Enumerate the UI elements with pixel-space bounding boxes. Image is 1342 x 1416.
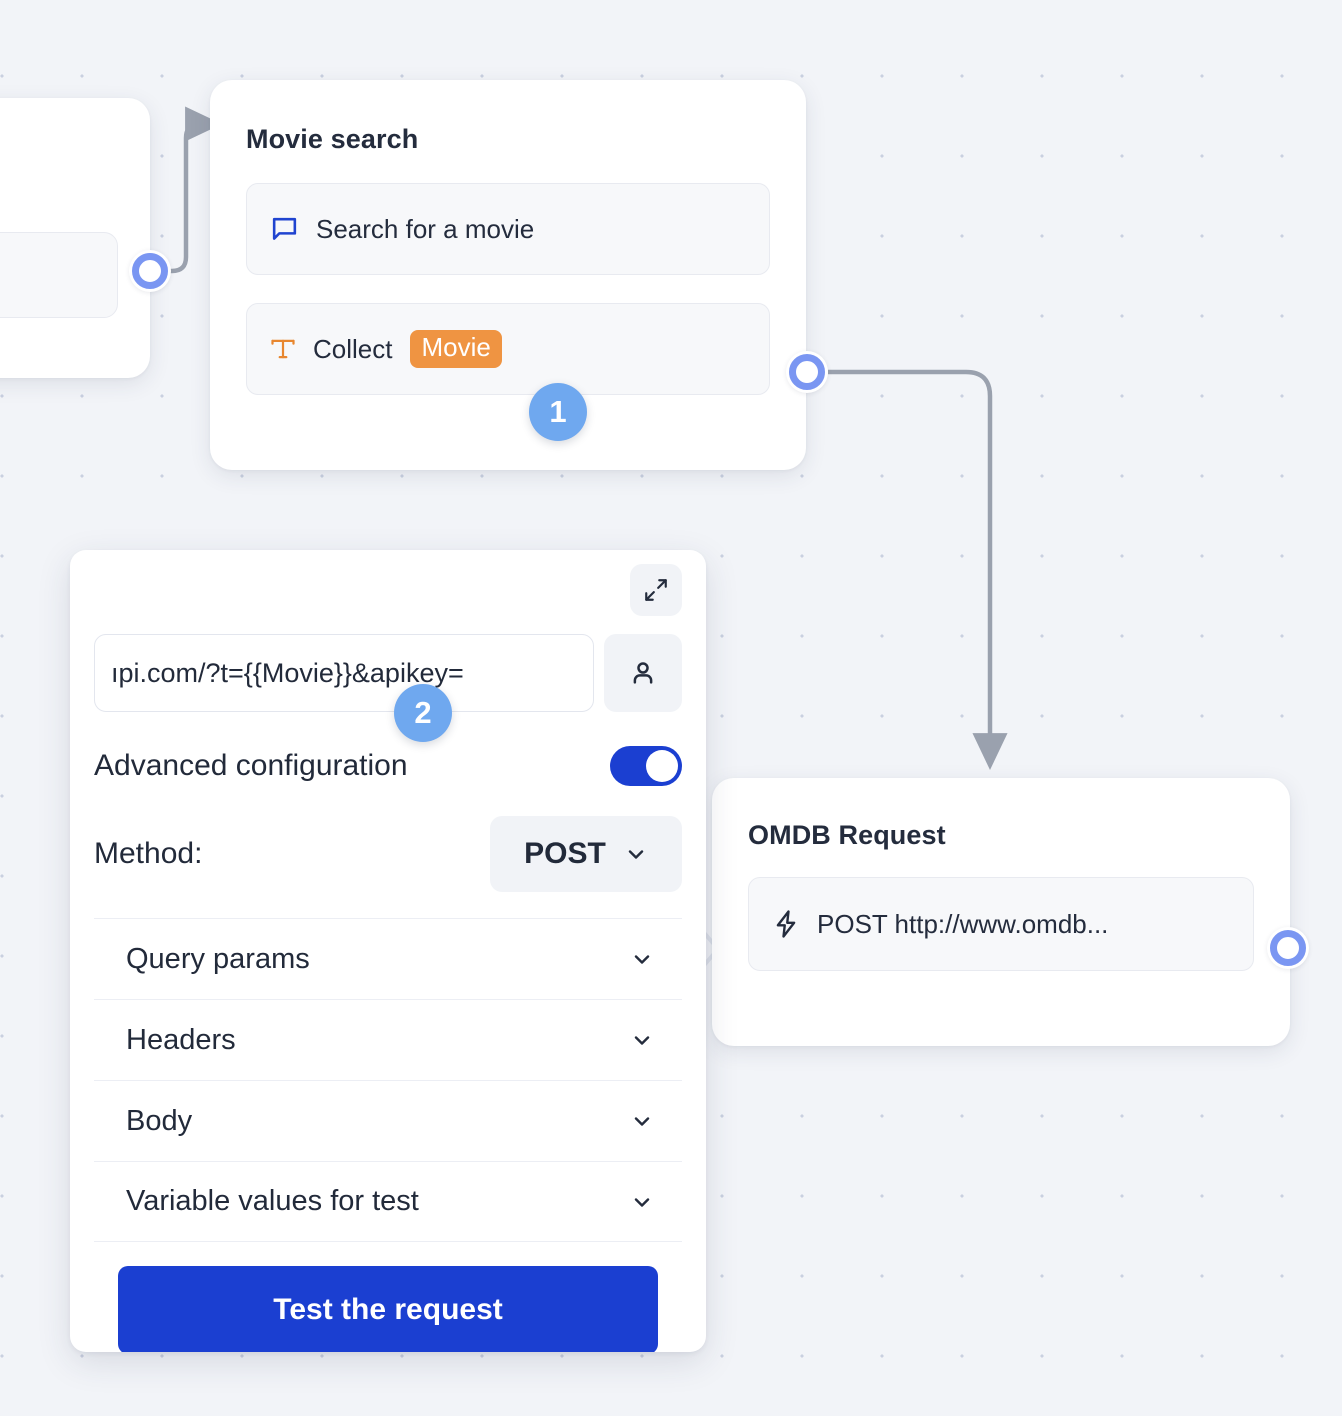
chevron-down-icon [630, 1109, 654, 1133]
lightning-bolt-icon [771, 909, 801, 939]
method-row: Method: POST [94, 816, 682, 892]
method-select[interactable]: POST [490, 816, 682, 892]
connector-port-left-card-output[interactable] [129, 250, 171, 292]
advanced-configuration-row: Advanced configuration [94, 746, 682, 786]
accordion-label: Query params [126, 942, 310, 975]
request-config-panel[interactable]: ıpi.com/?t={{Movie}}&apikey= Advanced co… [70, 550, 706, 1352]
node-title-omdb-request: OMDB Request [748, 820, 946, 850]
accordion-item-query-params[interactable]: Query params [94, 918, 682, 999]
node-row-post-request[interactable]: POST http://www.omdb... [748, 877, 1254, 971]
advanced-configuration-toggle[interactable] [610, 746, 682, 786]
accordion-item-body[interactable]: Body [94, 1080, 682, 1161]
connector-port-omdb-output[interactable] [1267, 927, 1309, 969]
text-type-icon [269, 335, 297, 363]
node-row-label: Search for a movie [316, 213, 535, 244]
connector-port-movie-search-output[interactable] [786, 351, 828, 393]
edge-left-to-movie-search [150, 106, 223, 274]
edge-movie-search-to-omdb [828, 369, 1008, 771]
partial-node-row[interactable] [0, 232, 118, 318]
expand-diagonal-icon[interactable] [630, 564, 682, 616]
accordion-label: Variable values for test [126, 1185, 419, 1217]
node-movie-search[interactable]: Movie search Search for a movie Collect … [210, 80, 806, 470]
url-row: ıpi.com/?t={{Movie}}&apikey= [94, 634, 682, 712]
test-the-request-button[interactable]: Test the request [118, 1266, 658, 1352]
chat-bubble-icon [269, 214, 300, 245]
node-row-search-for-a-movie[interactable]: Search for a movie [246, 183, 770, 275]
panel-topbar [94, 550, 682, 616]
method-label: Method: [94, 837, 203, 870]
variable-chip-movie[interactable]: Movie [410, 330, 502, 368]
node-row-label: Collect [313, 333, 393, 364]
partial-node-card[interactable] [0, 98, 150, 378]
advanced-configuration-label: Advanced configuration [94, 749, 408, 782]
accordion-item-headers[interactable]: Headers [94, 999, 682, 1080]
chevron-down-icon [630, 1028, 654, 1052]
chevron-down-icon [630, 947, 654, 971]
node-row-collect-movie[interactable]: Collect Movie [246, 303, 770, 395]
node-omdb-request[interactable]: OMDB Request POST http://www.omdb... [712, 778, 1290, 1046]
chevron-down-icon [630, 1190, 654, 1214]
accordion-label: Body [126, 1104, 193, 1137]
node-row-label: POST http://www.omdb... [817, 908, 1109, 939]
node-title-movie-search: Movie search [246, 124, 419, 154]
accordion-sections: Query params Headers Body Variable value… [94, 918, 682, 1242]
step-badge-1: 1 [529, 383, 587, 441]
accordion-label: Headers [126, 1023, 236, 1056]
accordion-item-variable-values-for-test[interactable]: Variable values for test [94, 1161, 682, 1242]
step-badge-2: 2 [394, 684, 452, 742]
method-value: POST [524, 837, 606, 870]
chevron-down-icon [624, 842, 648, 866]
request-url-input[interactable]: ıpi.com/?t={{Movie}}&apikey= [94, 634, 594, 712]
person-icon[interactable] [604, 634, 682, 712]
